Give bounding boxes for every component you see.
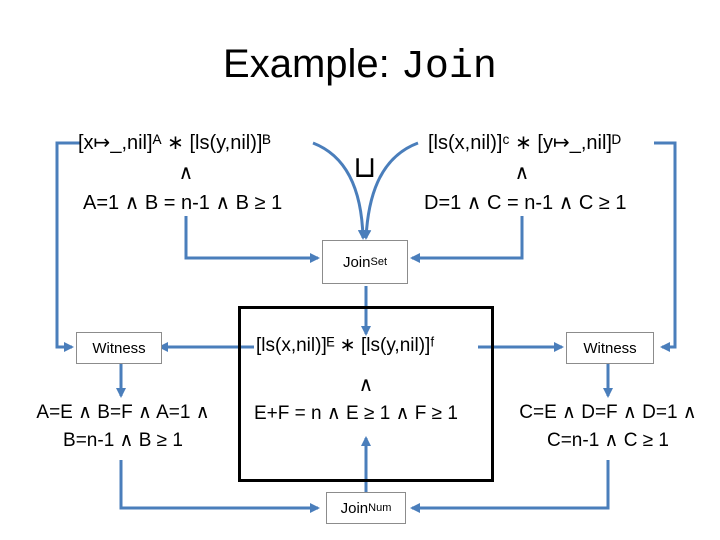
- page-title: Example: Join: [0, 42, 720, 90]
- join-set-sub: Set: [370, 256, 388, 268]
- left-input-and: ∧: [178, 162, 194, 184]
- title-prefix: Example:: [223, 42, 390, 86]
- result-box: [238, 306, 494, 482]
- join-operator: ⊔: [353, 151, 377, 184]
- join-set-label: Join: [342, 253, 371, 271]
- arrow-left-constraint: [184, 216, 320, 263]
- arrow-right-outer: [654, 141, 677, 352]
- right-input-constraint: D=1 ∧ C = n-1 ∧ C ≥ 1: [424, 192, 627, 214]
- arrow-right-constraint: [410, 216, 524, 263]
- result-constraint: E+F = n ∧ E ≥ 1 ∧ F ≥ 1: [254, 403, 458, 424]
- left-witness-line1: A=E ∧ B=F ∧ A=1 ∧: [36, 402, 210, 423]
- left-input-formula: [x↦_,nil]ᴬ ∗ [ls(y,nil)]ᴮ: [78, 132, 271, 154]
- result-and: ∧: [358, 374, 374, 396]
- arrow-right-to-join: [361, 141, 419, 240]
- right-witness-line1: C=E ∧ D=F ∧ D=1 ∧: [519, 402, 697, 423]
- left-input-constraint: A=1 ∧ B = n-1 ∧ B ≥ 1: [83, 192, 283, 214]
- right-witness-box: Witness: [566, 332, 654, 364]
- left-witness-box: Witness: [76, 332, 162, 364]
- right-witness-label: Witness: [583, 339, 637, 357]
- arrow-left-outer: [55, 141, 80, 352]
- arrow-left-bottom: [119, 460, 320, 513]
- left-witness-label: Witness: [92, 339, 146, 357]
- right-witness-line2: C=n-1 ∧ C ≥ 1: [546, 430, 669, 451]
- left-witness-line2: B=n-1 ∧ B ≥ 1: [63, 430, 183, 451]
- join-num-label: Join: [340, 499, 369, 517]
- result-formula: [ls(x,nil)]ᴱ ∗ [ls(y,nil)]ᶠ: [256, 335, 435, 356]
- arrow-left-to-join: [312, 141, 368, 240]
- arrow-right-bottom: [410, 460, 610, 513]
- right-input-and: ∧: [514, 162, 530, 184]
- title-keyword: Join: [400, 45, 497, 90]
- join-num-sub: Num: [368, 502, 392, 514]
- right-input-formula: [ls(x,nil)]ᶜ ∗ [y↦_,nil]ᴰ: [428, 132, 621, 154]
